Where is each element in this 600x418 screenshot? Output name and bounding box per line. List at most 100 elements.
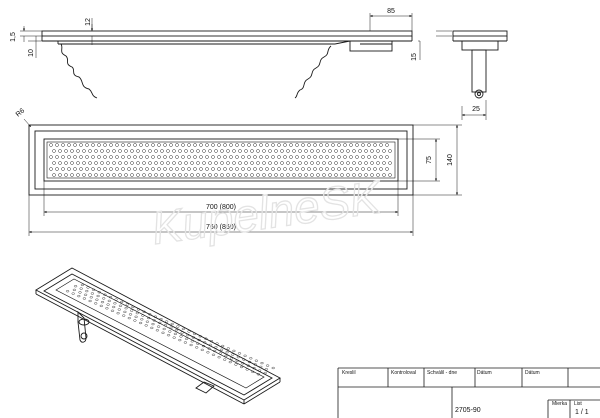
perforation-hole — [211, 143, 215, 147]
perforation-hole — [313, 143, 317, 147]
perforation-hole — [382, 161, 386, 165]
iso-perforation-hole — [100, 301, 105, 304]
perforation-hole — [268, 173, 272, 177]
perforation-hole — [271, 167, 275, 171]
perforation-hole — [85, 167, 89, 171]
dim-760-label: 760 (860) — [206, 224, 236, 231]
perforation-hole — [256, 173, 260, 177]
perforation-hole — [265, 143, 269, 147]
iso-perforation-hole — [130, 309, 134, 312]
tb-label-kontroloval: Kontroloval — [391, 370, 416, 376]
perforation-hole — [184, 149, 188, 153]
iso-perforation-hole — [208, 343, 212, 346]
perforation-hole — [247, 155, 251, 159]
iso-perforation-hole — [246, 364, 250, 367]
perforation-hole — [367, 143, 371, 147]
perforation-hole — [208, 173, 212, 177]
iso-perforation-hole — [204, 337, 208, 340]
perforation-hole — [193, 167, 197, 171]
iso-perforation-hole — [150, 326, 154, 329]
tb-label-schvalil: Schválil - dne — [427, 370, 457, 376]
perforation-hole — [256, 161, 260, 165]
perforation-hole — [226, 149, 230, 153]
leg-right — [294, 45, 332, 99]
flange-top — [41, 30, 413, 37]
perforation-hole — [310, 173, 314, 177]
perforation-hole — [49, 167, 53, 171]
perforation-hole — [49, 143, 53, 147]
iso-perforation-hole — [151, 323, 155, 326]
perforation-hole — [52, 149, 56, 153]
perforation-hole — [58, 161, 62, 165]
iso-perforation-hole — [189, 343, 193, 347]
perforation-hole — [214, 161, 218, 165]
perforation-hole — [229, 167, 233, 171]
perforation-hole — [364, 161, 368, 165]
perforation-hole — [298, 161, 302, 165]
perforation-hole — [61, 167, 65, 171]
perforation-hole — [127, 155, 131, 159]
iso-perforation-hole — [186, 334, 190, 337]
perforation-hole — [187, 155, 191, 159]
iso-perforation-hole — [209, 340, 214, 343]
perforation-hole — [88, 161, 92, 165]
tb-sheet-label: List — [574, 401, 582, 407]
iso-perforation-hole — [201, 345, 206, 348]
iso-perforation-hole — [127, 317, 131, 320]
perforation-hole — [193, 155, 197, 159]
perforation-hole — [331, 167, 335, 171]
watermark-text: KupelneSK — [148, 170, 385, 254]
perforation-hole — [334, 161, 338, 165]
iso-perforation-hole — [105, 307, 109, 310]
iso-perforation-hole — [95, 298, 99, 301]
iso-perforation-hole — [203, 341, 207, 344]
perforation-hole — [88, 173, 92, 177]
perforation-hole — [61, 143, 65, 147]
iso-perforation-hole — [260, 362, 264, 365]
perforation-hole — [352, 149, 356, 153]
perforation-hole — [175, 155, 179, 159]
perforation-hole — [118, 161, 122, 165]
perforation-hole — [157, 167, 161, 171]
perforation-hole — [277, 143, 281, 147]
perforation-hole — [181, 167, 185, 171]
perforation-hole — [259, 143, 263, 147]
perforation-hole — [325, 143, 329, 147]
iso-perforation-hole — [241, 362, 245, 365]
perforation-hole — [316, 149, 320, 153]
perforation-hole — [376, 149, 380, 153]
iso-perforation-hole — [134, 315, 138, 318]
perforation-hole — [97, 143, 101, 147]
iso-perforation-hole — [79, 287, 83, 290]
perforation-hole — [355, 143, 359, 147]
iso-perforation-hole — [254, 359, 258, 362]
perforation-hole — [259, 167, 263, 171]
perforation-hole — [205, 155, 209, 159]
perforation-hole — [208, 149, 212, 153]
iso-perforation-hole — [236, 356, 240, 359]
perforation-hole — [220, 173, 224, 177]
perforation-hole — [190, 173, 194, 177]
perforation-hole — [304, 161, 308, 165]
iso-perforation-hole — [196, 342, 200, 345]
iso-perforation-hole — [162, 327, 166, 331]
iso-perforation-hole — [136, 308, 141, 311]
perforation-hole — [142, 173, 146, 177]
perforation-hole — [253, 143, 257, 147]
iso-perforation-hole — [173, 332, 177, 335]
perforation-hole — [334, 173, 338, 177]
iso-perforation-hole — [224, 354, 228, 357]
perforation-hole — [295, 155, 299, 159]
perforation-hole — [349, 143, 353, 147]
perforation-hole — [232, 173, 236, 177]
dim-85-label: 85 — [387, 8, 395, 15]
perforation-hole — [64, 149, 68, 153]
perforation-hole — [217, 155, 221, 159]
iso-frame-outer — [35, 267, 281, 401]
perforation-hole — [223, 155, 227, 159]
perforation-hole — [364, 173, 368, 177]
iso-perforation-hole — [226, 347, 230, 350]
iso-perforation-hole — [99, 304, 103, 307]
perforation-hole — [157, 155, 161, 159]
